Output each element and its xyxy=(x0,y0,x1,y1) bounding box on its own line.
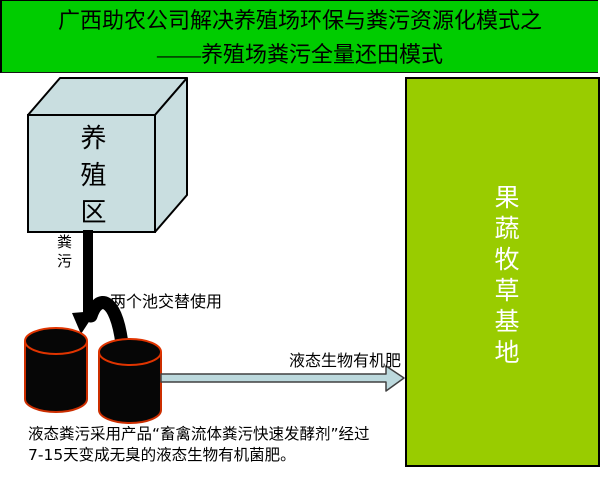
pipe-split-arc xyxy=(84,296,129,351)
breeding-box xyxy=(27,77,188,233)
fertilizer-flow-arrow xyxy=(160,365,405,392)
title-line-2: ——养殖场粪污全量还田模式 xyxy=(156,42,443,67)
storage-tank-right xyxy=(98,338,162,424)
pools-note-label: 两个池交替使用 xyxy=(110,292,223,311)
breeding-box-label: 养殖区 xyxy=(77,124,106,235)
base-area: 果蔬牧草基地 xyxy=(405,77,600,467)
manure-label: 粪污 xyxy=(55,234,73,272)
fertilizer-arrow-label: 液态生物有机肥 xyxy=(289,351,402,370)
footer-note: 液态粪污采用产品“畜禽流体粪污快速发酵剂”经过 7-15天变成无臭的液态生物有机… xyxy=(28,424,423,466)
footer-note-line-2: 7-15天变成无臭的液态生物有机菌肥。 xyxy=(28,446,296,464)
title-banner: 广西助农公司解决养殖场环保与粪污资源化模式之 ——养殖场粪污全量还田模式 xyxy=(0,0,598,73)
manure-pipe xyxy=(72,230,129,351)
base-area-label: 果蔬牧草基地 xyxy=(491,184,518,370)
title-line-1: 广西助农公司解决养殖场环保与粪污资源化模式之 xyxy=(57,8,542,33)
storage-tank-left xyxy=(24,327,88,413)
footer-note-line-1: 液态粪污采用产品“畜禽流体粪污快速发酵剂”经过 xyxy=(28,425,370,443)
